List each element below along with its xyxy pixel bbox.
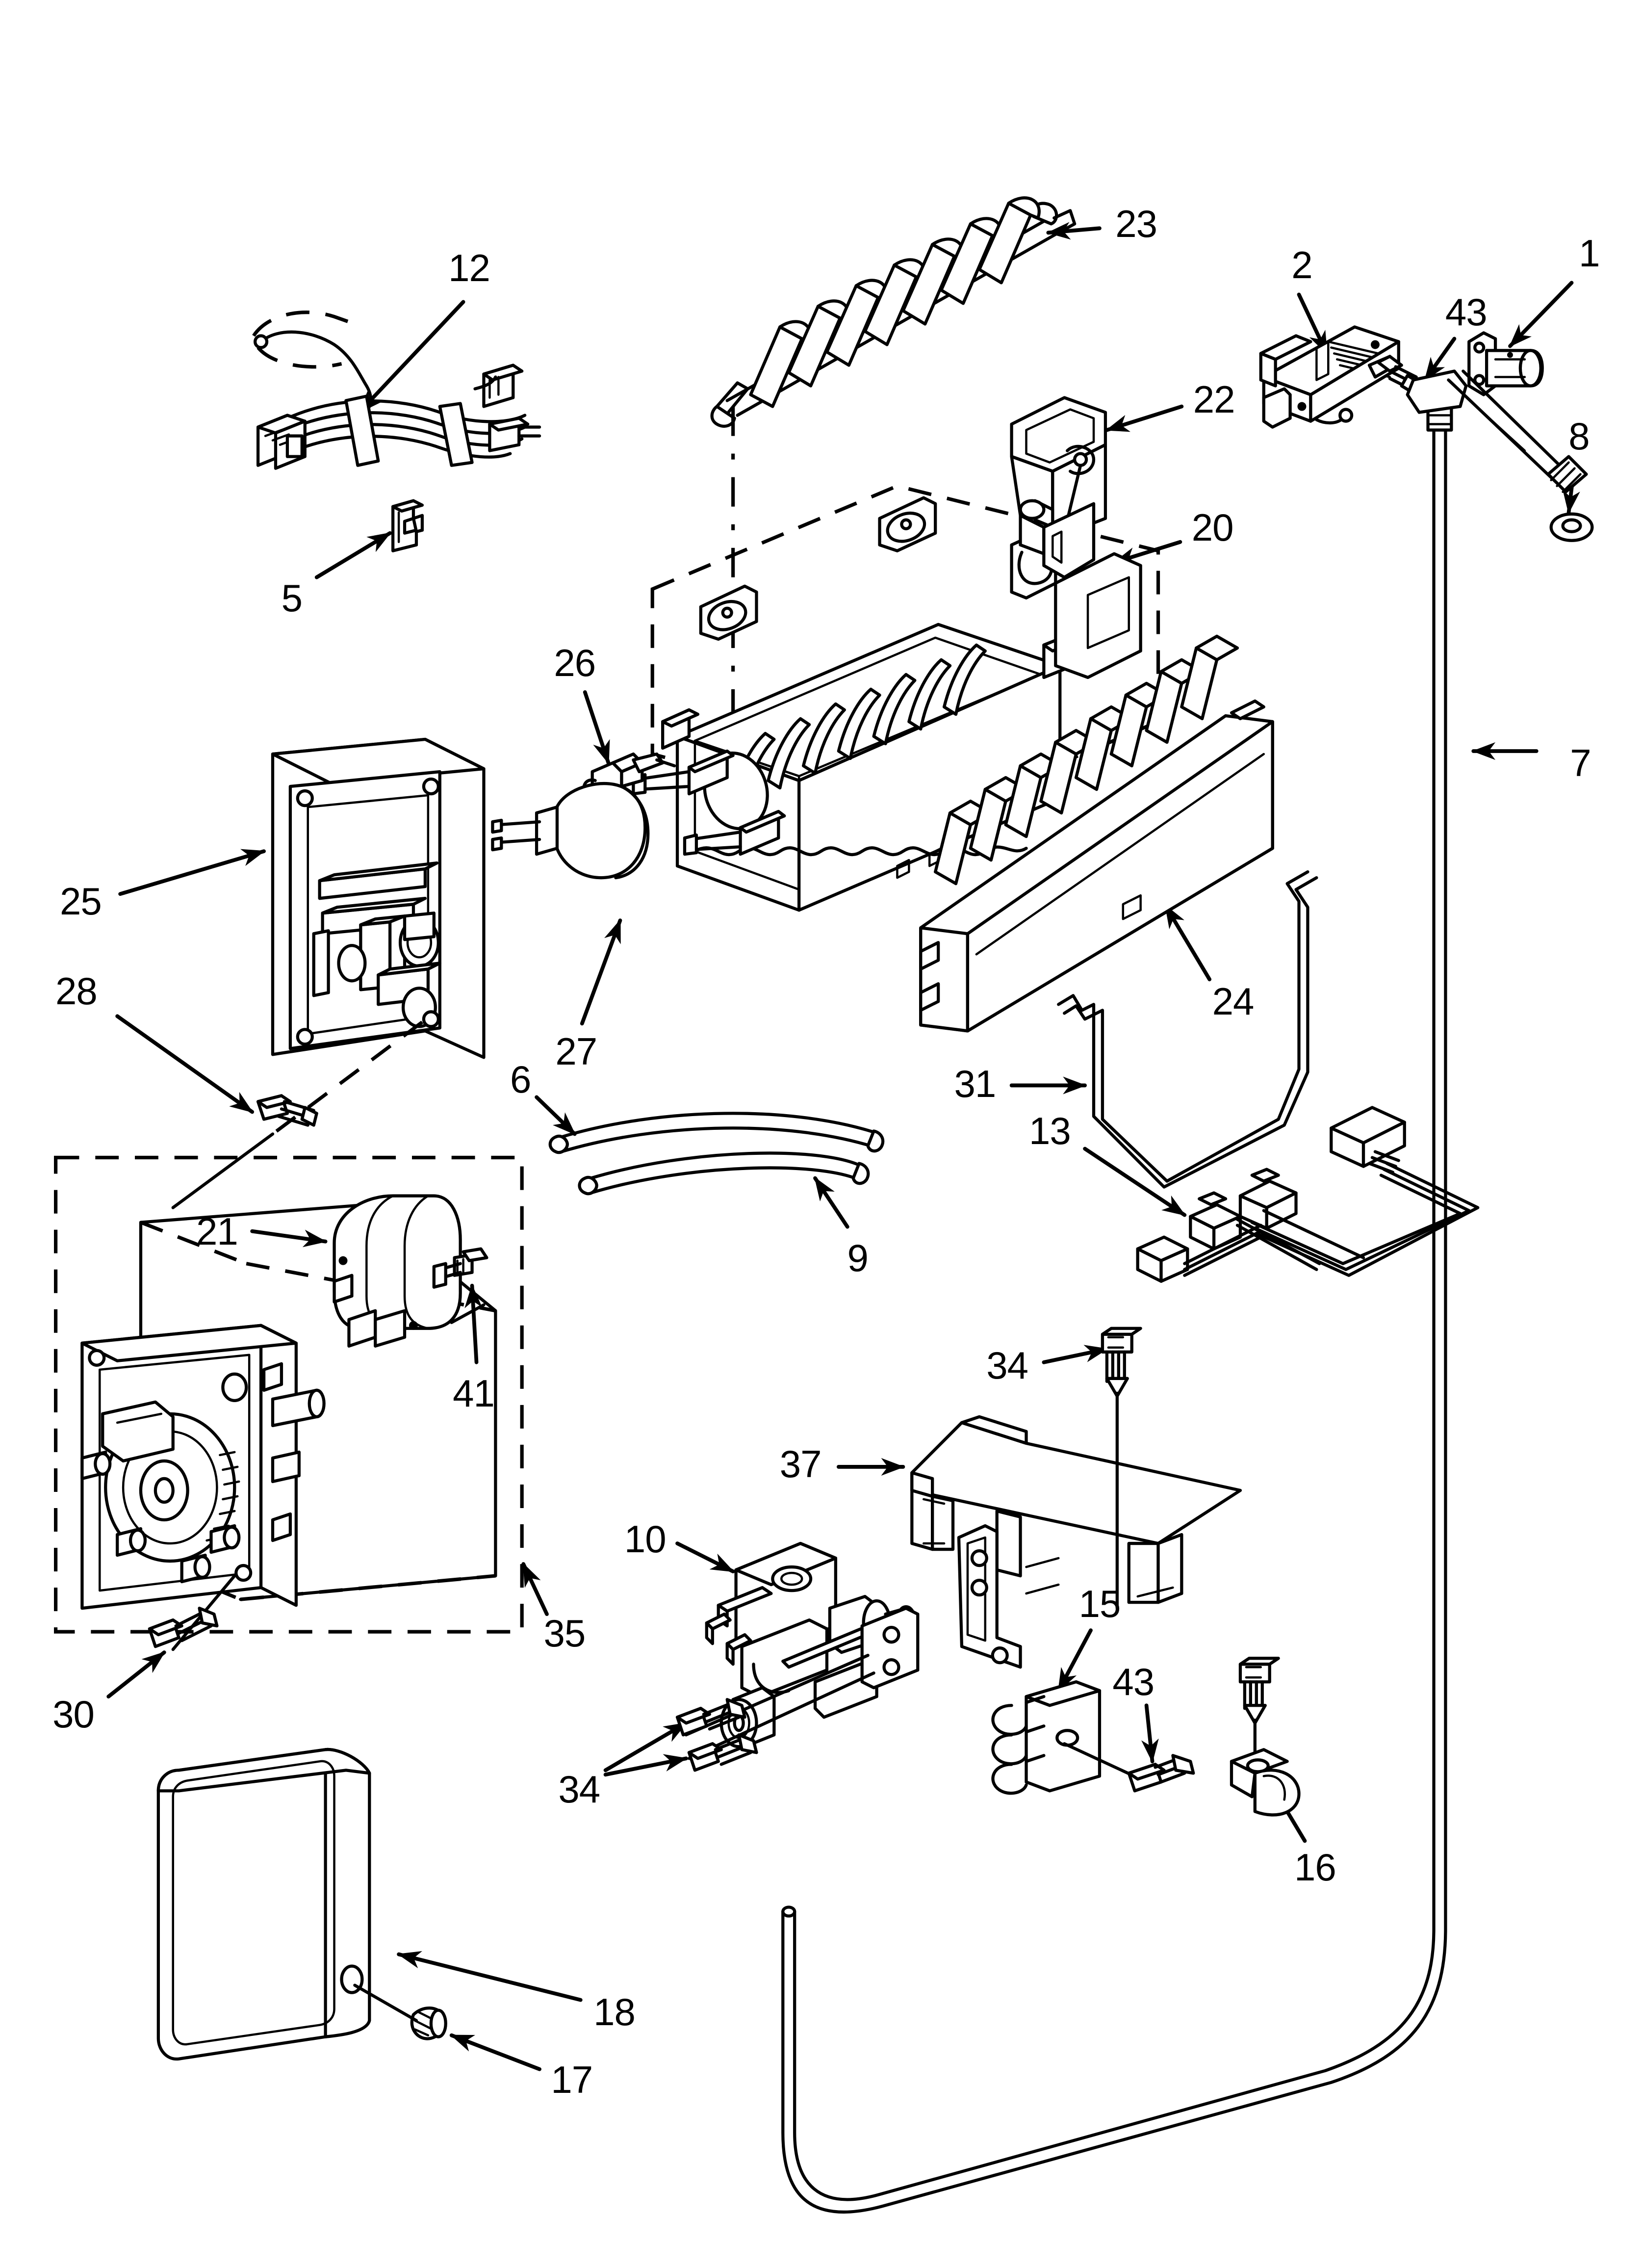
part-fill-tube-9	[578, 1151, 870, 1196]
callout-17: 17	[551, 2058, 593, 2101]
part-fill-tube-6	[548, 1112, 885, 1154]
callout-5: 5	[281, 576, 303, 620]
callout-34a: 34	[986, 1343, 1028, 1387]
part-wire-harness-13	[1136, 1106, 1480, 1283]
part-tube-fitting	[1406, 369, 1588, 494]
part-wire-harness-12	[252, 311, 541, 470]
part-module-plate	[80, 1324, 326, 1651]
callout-35: 35	[543, 1612, 586, 1655]
part-bracket-shield-37	[910, 1415, 1242, 1669]
callout-7: 7	[1570, 741, 1591, 784]
callout-20: 20	[1191, 505, 1234, 549]
callout-26: 26	[554, 641, 596, 684]
part-shutoff-arm-31	[1057, 870, 1318, 1189]
part-screw-28	[256, 1094, 318, 1127]
part-screw-34b	[675, 1698, 758, 1772]
callout-12: 12	[448, 246, 490, 290]
callout-1: 1	[1579, 232, 1600, 275]
callout-16: 16	[1294, 1846, 1336, 1889]
part-screw-43b	[1127, 1754, 1195, 1793]
callout-15: 15	[1078, 1582, 1121, 1626]
callout-8: 8	[1568, 414, 1590, 458]
part-clip-5	[391, 499, 424, 552]
callout-43a: 43	[1445, 290, 1488, 334]
callout-10: 10	[624, 1517, 667, 1561]
part-motor-housing-25	[171, 737, 486, 1209]
callout-37: 37	[779, 1442, 822, 1486]
callout-41: 41	[453, 1371, 495, 1415]
callout-43b: 43	[1112, 1660, 1155, 1704]
part-ice-chute-22	[1010, 396, 1107, 579]
part-screw-34a	[1101, 1327, 1142, 1610]
part-bearing-housing-1	[1467, 331, 1544, 396]
callout-6: 6	[510, 1058, 531, 1101]
leader-lines	[106, 222, 1580, 2071]
part-motor-27	[491, 782, 650, 880]
part-tube-clip-16	[1230, 1748, 1301, 1817]
part-screw-30	[148, 1606, 219, 1648]
part-water-valve-10	[684, 1541, 920, 1760]
callout-2: 2	[1291, 243, 1312, 287]
callout-27: 27	[555, 1030, 597, 1073]
callout-21: 21	[196, 1209, 238, 1253]
callout-24: 24	[1212, 980, 1255, 1023]
part-cover-panel-18	[156, 1748, 371, 2061]
part-tube-clamp-15	[991, 1680, 1142, 1795]
callout-25: 25	[60, 880, 102, 923]
callout-34b: 34	[558, 1768, 600, 1811]
part-screw-41	[432, 1247, 488, 1289]
callout-31: 31	[954, 1062, 996, 1106]
callout-23: 23	[1115, 202, 1157, 246]
part-plug-button-17	[353, 1983, 447, 2040]
part-ice-auger-23	[710, 196, 1077, 428]
callout-22: 22	[1193, 377, 1235, 421]
callout-30: 30	[52, 1693, 95, 1736]
callout-13: 13	[1028, 1109, 1071, 1153]
part-washer-8	[1549, 512, 1594, 542]
callout-28: 28	[55, 969, 98, 1013]
callout-18: 18	[593, 1990, 636, 2033]
part-ice-stripper-24	[919, 634, 1274, 1033]
callout-9: 9	[847, 1236, 869, 1279]
part-motor-cover-21	[333, 1194, 486, 1348]
